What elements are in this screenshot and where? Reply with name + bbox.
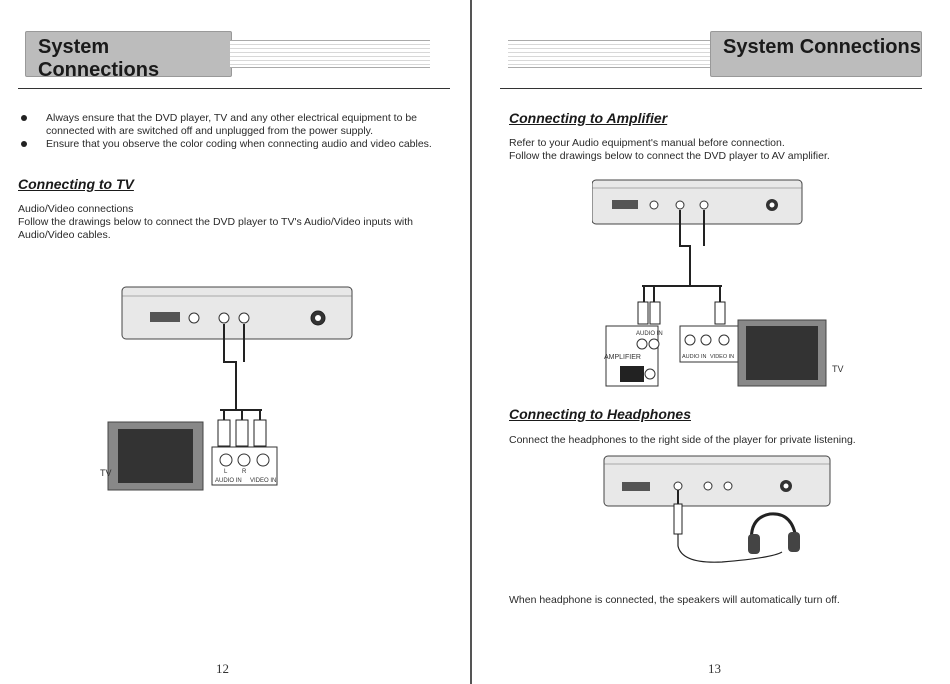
right-page: System Connections Connecting to Amplifi… <box>472 0 950 684</box>
section-text: Audio/Video connections <box>18 203 134 215</box>
left-page-title: System Connections <box>38 36 160 81</box>
section-heading: Connecting to Headphones <box>509 406 691 422</box>
amp-audio-in-label: AUDIO IN <box>636 331 663 337</box>
bullet-marker <box>21 115 27 121</box>
tv-label: TV <box>832 364 844 374</box>
right-title-rule <box>508 40 710 68</box>
section-heading: Connecting to Amplifier <box>509 110 668 126</box>
bullet-marker <box>21 141 27 147</box>
section-text: Follow the drawings below to connect the… <box>18 216 414 241</box>
bullet-text: Ensure that you observe the color coding… <box>46 138 432 150</box>
section-text: Follow the drawings below to connect the… <box>509 150 830 162</box>
tv-audio-in-label: AUDIO IN <box>682 354 706 360</box>
left-title-rule <box>230 40 430 68</box>
right-jack-label: R <box>242 469 247 475</box>
left-title-bar: System Connections <box>25 31 232 81</box>
video-in-label: VIDEO IN <box>250 478 276 484</box>
headphones-connection-diagram <box>603 455 831 563</box>
amplifier-label: AMPLIFIER <box>604 354 641 361</box>
footer-text: When headphone is connected, the speaker… <box>509 594 840 606</box>
amplifier-connection-diagram: AUDIO IN AMPLIFIER AUDIO IN VIDEO IN TV <box>592 179 844 387</box>
section-text: Refer to your Audio equipment's manual b… <box>509 137 785 149</box>
section-text: Connect the headphones to the right side… <box>509 434 856 446</box>
left-header-divider <box>18 88 450 89</box>
tv-connection-diagram: TV L R AUDIO IN VIDEO IN <box>100 286 353 491</box>
right-header-divider <box>500 88 922 89</box>
right-title-bar: System Connections <box>710 31 922 77</box>
left-page: System Connections Always ensure that th… <box>0 0 470 684</box>
right-page-title: System Connections <box>723 36 921 58</box>
page-number: 13 <box>708 661 721 676</box>
bullet-text: Always ensure that the DVD player, TV an… <box>46 112 418 137</box>
page-gutter <box>470 0 472 684</box>
audio-in-label: AUDIO IN <box>215 478 242 484</box>
page-number: 12 <box>216 661 229 676</box>
left-jack-label: L <box>224 469 228 475</box>
tv-video-in-label: VIDEO IN <box>710 354 734 360</box>
tv-label: TV <box>100 468 112 478</box>
section-heading: Connecting to TV <box>18 176 134 192</box>
